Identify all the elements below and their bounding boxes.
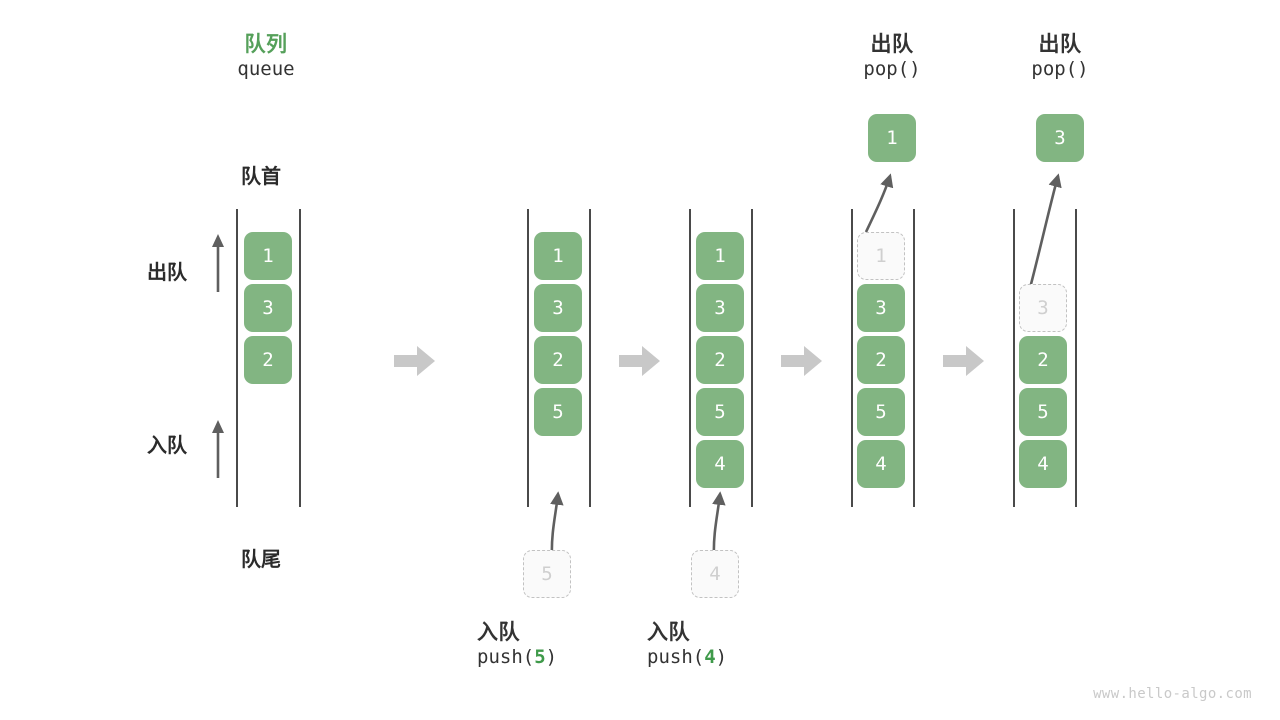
queue-cell: 3: [696, 284, 744, 332]
enqueue-direction-label: 入队: [147, 433, 187, 457]
rail-right-col5: [1075, 209, 1077, 507]
rail-right-col2: [589, 209, 591, 507]
caption-code-prefix: push(: [647, 645, 705, 668]
rail-right-col3: [751, 209, 753, 507]
queue-cell: 4: [1019, 440, 1067, 488]
rail-right-col1: [299, 209, 301, 507]
push-4-motion-arrow: [712, 491, 726, 557]
step-arrow-icon: [394, 346, 435, 376]
queue-cell: 2: [534, 336, 582, 384]
queue-cell: 2: [696, 336, 744, 384]
queue-cell: 3: [244, 284, 292, 332]
push-5-motion-arrow: [550, 491, 564, 557]
queue-cell-new: 5: [534, 388, 582, 436]
queue-cell: 2: [1019, 336, 1067, 384]
pop-title-cn: 出队: [1038, 32, 1082, 56]
rail-left-col4: [851, 209, 853, 507]
caption-cn: 入队: [477, 620, 520, 644]
queue-cell-new: 4: [696, 440, 744, 488]
queue-cell: 5: [1019, 388, 1067, 436]
enqueue-direction-arrow-icon: [212, 420, 224, 478]
queue-cell: 2: [244, 336, 292, 384]
rail-left-col2: [527, 209, 529, 507]
queue-title-cn: 队列: [244, 32, 288, 56]
step-arrow-icon: [619, 346, 660, 376]
tail-label: 队尾: [241, 547, 281, 571]
caption-code-value: 4: [704, 645, 716, 668]
pop-title-code: pop(): [863, 57, 921, 80]
caption-code: push(5): [477, 646, 647, 669]
queue-cell: 5: [696, 388, 744, 436]
watermark: www.hello-algo.com: [1093, 686, 1252, 702]
rail-left-col3: [689, 209, 691, 507]
rail-left-col5: [1013, 209, 1015, 507]
caption-push-4: 入队 push(4): [647, 620, 817, 669]
queue-cell: 5: [857, 388, 905, 436]
queue-title-code: queue: [237, 57, 295, 80]
head-label: 队首: [241, 164, 281, 188]
caption-code-suffix: ): [545, 645, 558, 668]
popped-element: 3: [1036, 114, 1084, 162]
queue-cell: 1: [696, 232, 744, 280]
queue-cell: 3: [534, 284, 582, 332]
popped-element: 1: [868, 114, 916, 162]
queue-cell: 1: [534, 232, 582, 280]
dequeue-direction-label: 出队: [147, 260, 187, 284]
caption-code-prefix: push(: [477, 645, 535, 668]
caption-push-5: 入队 push(5): [477, 620, 647, 669]
pop-title-code: pop(): [1031, 57, 1089, 80]
column-title-pop-3: 出队 pop(): [990, 32, 1130, 81]
queue-cell: 4: [857, 440, 905, 488]
queue-cell: 3: [857, 284, 905, 332]
queue-cell-removed-ghost: 1: [857, 232, 905, 280]
step-arrow-icon: [781, 346, 822, 376]
queue-cell: 1: [244, 232, 292, 280]
caption-code-suffix: ): [715, 645, 728, 668]
incoming-element-ghost: 5: [523, 550, 571, 598]
caption-code: push(4): [647, 646, 817, 669]
pop-title-cn: 出队: [870, 32, 914, 56]
incoming-element-ghost: 4: [691, 550, 739, 598]
rail-left-col1: [236, 209, 238, 507]
queue-cell: 2: [857, 336, 905, 384]
step-arrow-icon: [943, 346, 984, 376]
caption-cn: 入队: [647, 620, 690, 644]
caption-code-value: 5: [534, 645, 546, 668]
rail-right-col4: [913, 209, 915, 507]
dequeue-direction-arrow-icon: [212, 234, 224, 292]
column-title-pop-1: 出队 pop(): [822, 32, 962, 81]
column-title-initial-queue: 队列 queue: [196, 32, 336, 81]
queue-slot-empty: [1019, 232, 1067, 280]
queue-cell-removed-ghost: 3: [1019, 284, 1067, 332]
pop-1-motion-arrow: [864, 173, 894, 233]
